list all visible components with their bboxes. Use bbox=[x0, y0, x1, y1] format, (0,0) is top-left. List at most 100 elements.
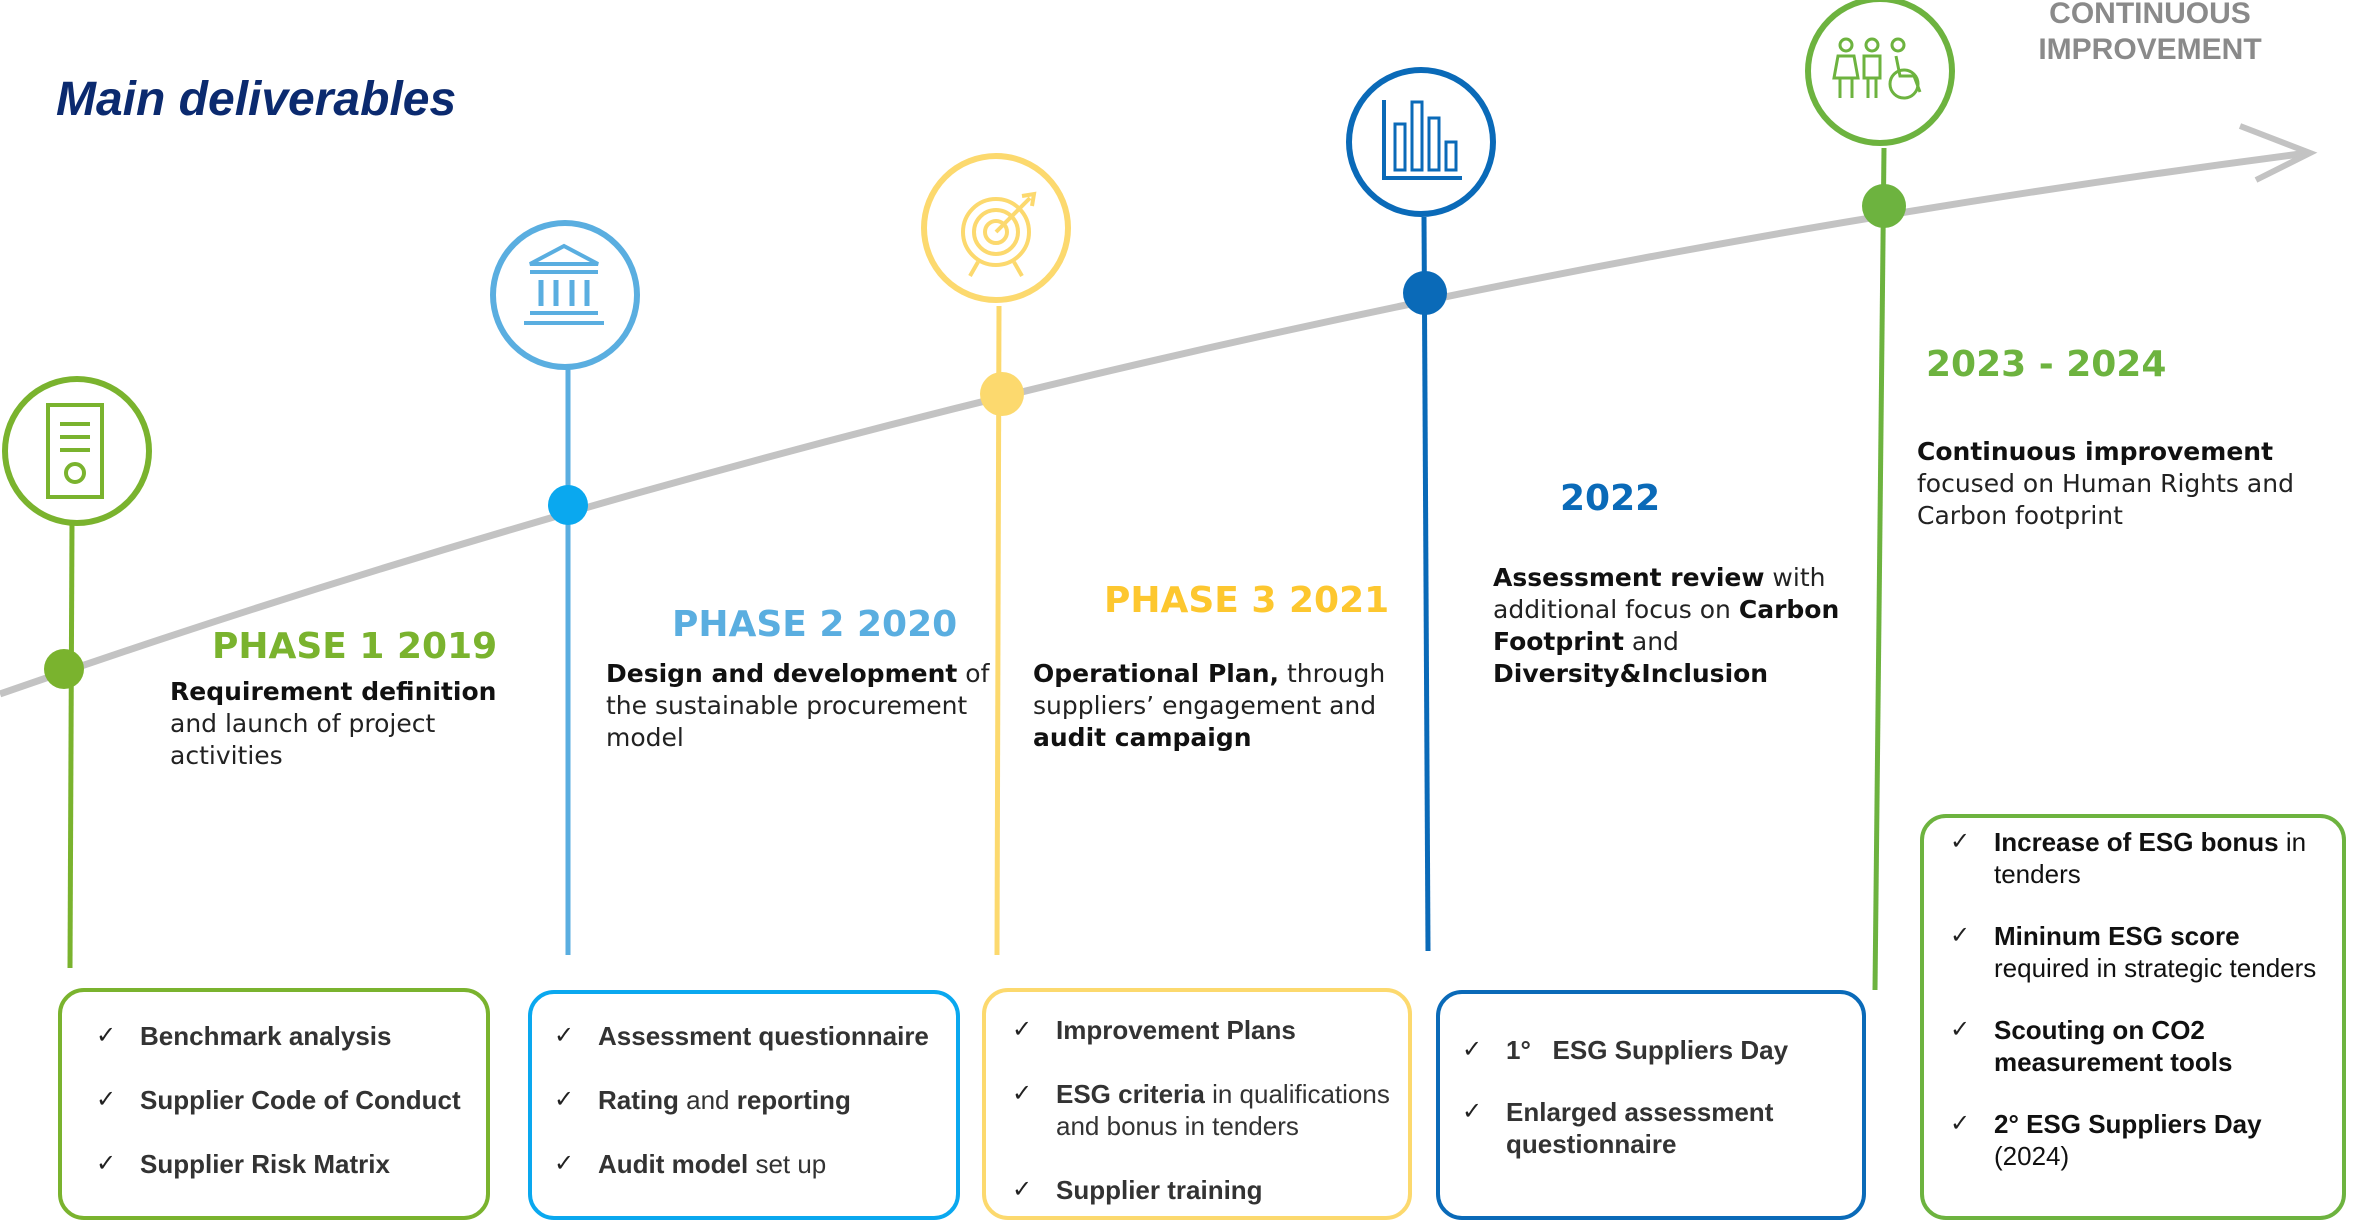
phase2-desc-bold: Design and development bbox=[606, 659, 958, 688]
item-bold: Mininum ESG score bbox=[1994, 921, 2240, 951]
y2022-description: Assessment review with additional focus … bbox=[1493, 562, 1853, 690]
y2022-deliverables-box: ✓ 1° ESG Suppliers Day ✓ Enlarged assessme… bbox=[1436, 990, 1866, 1220]
phase2-description: Design and development of the sustainabl… bbox=[606, 658, 996, 754]
continuous-label-line1: CONTINUOUS bbox=[2049, 0, 2251, 30]
item-bold: Audit model bbox=[598, 1149, 749, 1179]
item-bold: Rating bbox=[598, 1085, 679, 1115]
check-icon: ✓ bbox=[554, 1150, 575, 1177]
phase2-desc-rest: of the sustainable procurement model bbox=[606, 659, 990, 752]
list-item: ✓ Rating and reporting bbox=[554, 1084, 956, 1116]
item-rest: and bbox=[678, 1085, 737, 1115]
list-item: ✓ Mininum ESG score required in strategic… bbox=[1950, 920, 2330, 984]
item-bold: Improvement Plans bbox=[1056, 1015, 1296, 1045]
target-icon bbox=[921, 153, 1071, 303]
y2022-desc-part3: and bbox=[1623, 627, 1679, 656]
bar-chart-icon bbox=[1346, 67, 1496, 217]
item-bold: Benchmark analysis bbox=[140, 1021, 392, 1051]
item-bold: Increase of ESG bonus bbox=[1994, 827, 2279, 857]
y2023-desc-bold: Continuous improvement bbox=[1917, 437, 2274, 466]
timeline-curve bbox=[0, 149, 2309, 698]
item-bold: 2° ESG Suppliers Day bbox=[1994, 1109, 2262, 1139]
y2022-heading: 2022 bbox=[1560, 478, 1661, 519]
list-item: ✓ Supplier training bbox=[1012, 1174, 1398, 1206]
phase1-description: Requirement definition and launch of pro… bbox=[170, 676, 550, 772]
phase1-desc-bold: Requirement definition bbox=[170, 677, 497, 706]
item-rest: in tenders bbox=[1994, 827, 2307, 889]
item-bold: ESG criteria bbox=[1056, 1079, 1205, 1109]
y2022-desc-part1: with additional focus on bbox=[1493, 563, 1826, 624]
item-rest: set up bbox=[748, 1149, 827, 1179]
phase3-heading: PHASE 3 2021 bbox=[1104, 580, 1390, 621]
stem-phase1 bbox=[67, 521, 75, 969]
curve-arrowhead bbox=[2238, 123, 2318, 183]
page-title: Main deliverables bbox=[56, 73, 457, 126]
item-bold: Enlarged assessment questionnaire bbox=[1506, 1097, 1774, 1159]
y2022-desc-part2: Carbon Footprint bbox=[1493, 595, 1840, 656]
phase2-heading: PHASE 2 2020 bbox=[672, 604, 958, 645]
institution-icon bbox=[490, 220, 640, 370]
continuous-improvement-label: CONTINUOUS IMPROVEMENT bbox=[2020, 0, 2280, 68]
check-icon: ✓ bbox=[554, 1022, 575, 1049]
list-item: ✓ Assessment questionnaire bbox=[554, 1020, 956, 1052]
item-bold: Assessment questionnaire bbox=[598, 1021, 929, 1051]
list-item: ✓ Enlarged assessment questionnaire bbox=[1462, 1096, 1852, 1160]
document-icon bbox=[2, 376, 152, 526]
dot-2022 bbox=[1403, 271, 1447, 315]
item-bold: Scouting on CO2 measurement tools bbox=[1994, 1015, 2233, 1077]
check-icon: ✓ bbox=[1012, 1176, 1033, 1203]
item-rest: required in strategic tenders bbox=[1994, 953, 2317, 983]
check-icon: ✓ bbox=[1950, 922, 1971, 949]
list-item: ✓ Scouting on CO2 measurement tools bbox=[1950, 1014, 2330, 1078]
stem-2022 bbox=[1421, 216, 1431, 952]
item-rest: in qualifications and bonus in tenders bbox=[1056, 1079, 1390, 1141]
y2023-deliverables-box: ✓ Increase of ESG bonus in tenders ✓ Minin… bbox=[1920, 814, 2346, 1220]
list-item: ✓ 1° ESG Suppliers Day bbox=[1462, 1034, 1852, 1066]
list-item: ✓ Supplier Code of Conduct bbox=[96, 1084, 486, 1116]
item-bold: 1° ESG Suppliers Day bbox=[1506, 1035, 1789, 1065]
item-bold: Supplier training bbox=[1056, 1175, 1263, 1205]
dot-phase2 bbox=[548, 485, 588, 525]
people-icon bbox=[1805, 0, 1955, 146]
y2022-desc-part0: Assessment review bbox=[1493, 563, 1765, 592]
check-icon: ✓ bbox=[1950, 1016, 1971, 1043]
check-icon: ✓ bbox=[96, 1086, 117, 1113]
dot-phase3 bbox=[980, 372, 1024, 416]
item-bold: Supplier Code of Conduct bbox=[140, 1085, 461, 1115]
check-icon: ✓ bbox=[96, 1022, 117, 1049]
dot-2023 bbox=[1862, 184, 1906, 228]
phase1-desc-rest: and launch of project activities bbox=[170, 709, 436, 770]
phase3-deliverables-box: ✓ Improvement Plans ✓ ESG criteria in qual… bbox=[982, 988, 1412, 1220]
check-icon: ✓ bbox=[1012, 1016, 1033, 1043]
list-item: ✓ Increase of ESG bonus in tenders bbox=[1950, 826, 2330, 890]
phase3-description: Operational Plan, through suppliers’ eng… bbox=[1033, 658, 1393, 754]
item-rest: (2024) bbox=[1994, 1141, 2070, 1171]
phase1-heading: PHASE 1 2019 bbox=[212, 626, 498, 667]
check-icon: ✓ bbox=[1462, 1098, 1483, 1125]
phase3-desc-rest: through suppliers’ engagement and bbox=[1033, 659, 1386, 720]
phase2-deliverables-box: ✓ Assessment questionnaire ✓ Rating and re… bbox=[528, 990, 960, 1220]
check-icon: ✓ bbox=[1462, 1036, 1483, 1063]
list-item: ✓ 2° ESG Suppliers Day (2024) bbox=[1950, 1108, 2330, 1172]
phase1-deliverables-box: ✓ Benchmark analysis ✓ Supplier Code of Co… bbox=[58, 988, 490, 1220]
continuous-label-line2: IMPROVEMENT bbox=[2038, 33, 2262, 66]
check-icon: ✓ bbox=[1012, 1080, 1033, 1107]
phase3-desc-bold2: audit campaign bbox=[1033, 723, 1252, 752]
check-icon: ✓ bbox=[1950, 828, 1971, 855]
list-item: ✓ Audit model set up bbox=[554, 1148, 956, 1180]
dot-phase1 bbox=[44, 649, 84, 689]
item-bold: Supplier Risk Matrix bbox=[140, 1149, 390, 1179]
stem-2023 bbox=[1872, 147, 1887, 991]
phase3-desc-bold: Operational Plan, bbox=[1033, 659, 1279, 688]
check-icon: ✓ bbox=[554, 1086, 575, 1113]
y2022-desc-part4: Diversity&Inclusion bbox=[1493, 659, 1769, 688]
y2023-heading: 2023 - 2024 bbox=[1926, 344, 2167, 385]
list-item: ✓ ESG criteria in qualifications and bonu… bbox=[1012, 1078, 1398, 1142]
list-item: ✓ Improvement Plans bbox=[1012, 1014, 1398, 1046]
y2023-desc-rest: focused on Human Rights and Carbon footp… bbox=[1917, 469, 2294, 530]
list-item: ✓ Benchmark analysis bbox=[96, 1020, 486, 1052]
item-bold: reporting bbox=[736, 1085, 851, 1115]
list-item: ✓ Supplier Risk Matrix bbox=[96, 1148, 486, 1180]
check-icon: ✓ bbox=[96, 1150, 117, 1177]
check-icon: ✓ bbox=[1950, 1110, 1971, 1137]
